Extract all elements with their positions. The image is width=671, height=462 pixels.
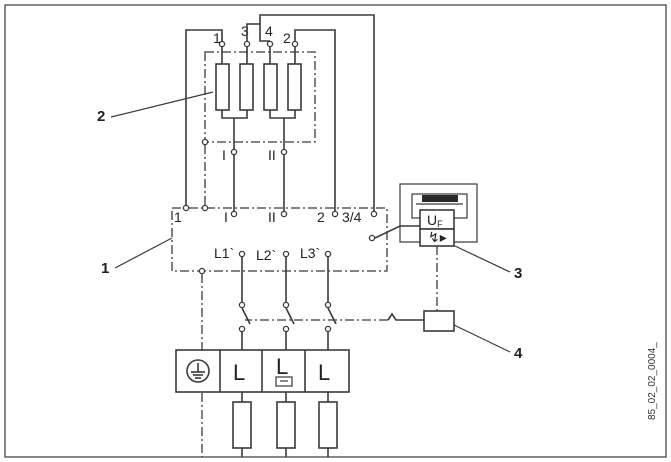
callout-1-leader [114,237,173,269]
callout-1: 1 [101,260,109,277]
callout-4: 4 [514,345,523,362]
wire-terminal-3-4 [259,14,375,211]
block1-label-1: 1 [174,209,182,225]
block2-terminal-3 [243,40,251,48]
terminal-l1: L [233,360,245,385]
callout-3: 3 [514,265,522,282]
supply-fuse-l1 [232,401,252,449]
heating-element-4 [287,63,302,111]
block2-label-ii: II [268,147,276,163]
terminal-l2: L [276,354,288,379]
heating-element-3 [263,63,278,111]
terminal-l2-fuse-icon [275,376,293,387]
element-block-outline [204,51,316,143]
block2-output-ii [280,148,288,156]
uf-label: UF [427,212,443,229]
block2-terminal-1 [218,40,226,48]
callout-2: 2 [97,108,105,125]
phase-label-l2: L2` [256,247,276,263]
heating-element-2 [239,63,254,111]
block1-label-3-4: 3/4 [342,209,362,225]
block1-label-2: 2 [317,209,325,225]
block2-label-3: 3 [241,23,249,39]
block2-label-i: I [222,147,226,163]
wire-terminal-2 [294,29,336,211]
ground-icon [186,359,210,383]
control-box-outline [171,207,388,272]
block2-terminal-4 [266,40,274,48]
supply-fuse-l3 [318,401,338,449]
terminal-l3: L [318,360,330,385]
callout-2-leader [110,91,214,118]
relay-box [423,310,455,332]
flow-sensor-coil [422,195,458,202]
phase-label-l3: L3` [300,245,320,261]
block1-label-i: I [224,209,228,225]
heating-element-1 [215,63,230,111]
block2-label-4: 4 [265,23,273,39]
drawing-code: 85_02_02_0004_ [647,342,658,420]
phase-label-l1: L1` [214,245,234,261]
flow-icon: ↯▸ [428,229,447,245]
block2-label-1: 1 [213,30,221,46]
wire-terminal-1 [185,29,223,205]
block2-label-2: 2 [283,30,291,46]
block2-terminal-2 [291,40,299,48]
block2-output-i [230,148,238,156]
supply-fuse-l2 [276,401,296,449]
block2-pe-terminal [201,138,209,146]
callout-3-leader [454,245,511,273]
callout-4-leader [453,324,511,353]
block1-label-ii: II [268,209,276,225]
diagram-border [4,4,667,458]
